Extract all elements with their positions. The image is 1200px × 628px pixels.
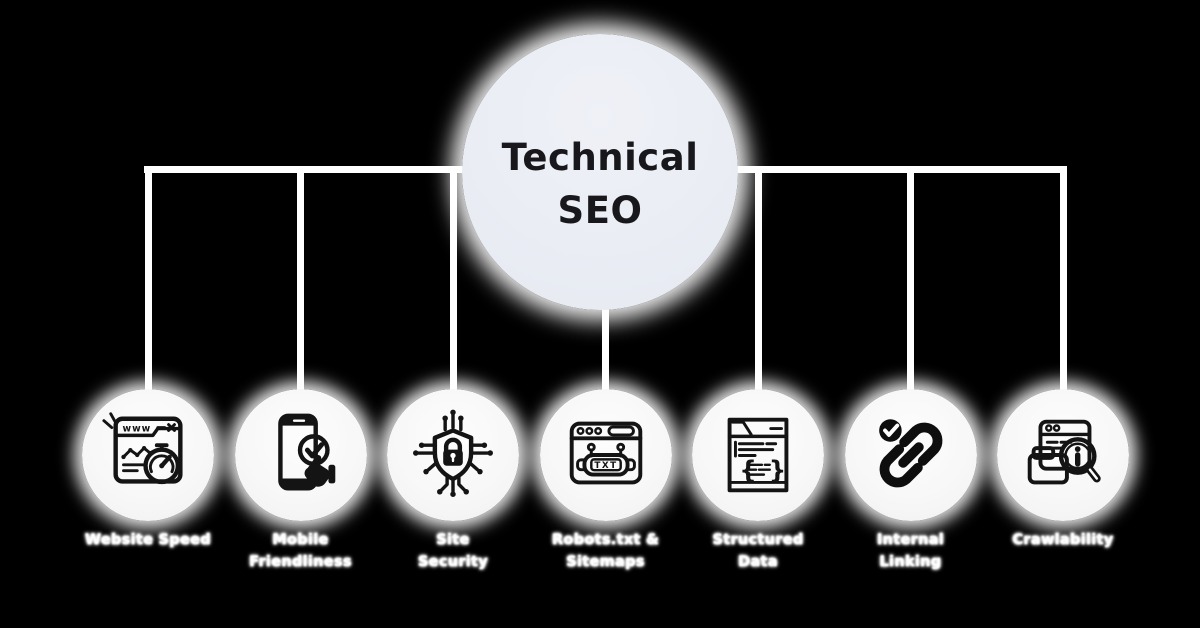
center-node: Technical SEO: [462, 34, 738, 310]
svg-text:}: }: [769, 456, 786, 485]
website-speed-icon: www: [102, 412, 183, 485]
txt-text: TXT: [594, 461, 617, 471]
connector-vertical-line-7: [1059, 169, 1067, 397]
structured-data-icon: { }: [727, 417, 789, 493]
node-label: Internal Linking: [876, 532, 945, 571]
connector-vertical-line-6: [907, 169, 914, 397]
mobile-friendliness-icon: [277, 413, 335, 491]
connector-vertical-line-5: [754, 169, 762, 397]
crawlability-icon: [1027, 419, 1101, 485]
title-line-1: Technical: [501, 136, 699, 180]
node-crawlability: Crawlability: [983, 389, 1143, 551]
www-text: www: [123, 423, 152, 434]
node-label: Mobile Friendliness: [249, 532, 352, 571]
node-circle: [997, 389, 1129, 521]
node-site-security: Site Security: [373, 389, 533, 574]
node-label: Crawlability: [1012, 532, 1114, 548]
node-robots-txt: TXT Robots.txt & Sitemaps: [526, 389, 686, 574]
node-circle: [844, 389, 977, 521]
node-circle: www: [82, 389, 214, 521]
title-line-2: SEO: [557, 189, 643, 232]
site-security-icon: [413, 409, 493, 497]
page-title: Technical SEO: [502, 132, 699, 237]
connector-vertical-line-1: [144, 169, 152, 397]
robots-txt-icon: TXT: [569, 421, 642, 485]
node-internal-linking: Internal Linking: [831, 389, 991, 574]
connector-vertical-line-3: [449, 169, 457, 397]
node-circle: { }: [692, 389, 824, 521]
node-circle: [387, 389, 519, 521]
node-label: Robots.txt & Sitemaps: [551, 532, 660, 571]
node-label: Structured Data: [712, 532, 804, 571]
node-label: Site Security: [417, 532, 489, 571]
node-mobile-friendliness: Mobile Friendliness: [221, 389, 381, 574]
node-label: Website Speed: [85, 532, 211, 548]
node-circle: TXT: [539, 389, 672, 521]
node-circle: [234, 389, 367, 521]
internal-linking-icon: [878, 419, 942, 488]
node-website-speed: www Website Speed: [68, 389, 228, 551]
connector-vertical-line-2: [297, 169, 304, 397]
node-structured-data: { } Structured Data: [678, 389, 838, 574]
